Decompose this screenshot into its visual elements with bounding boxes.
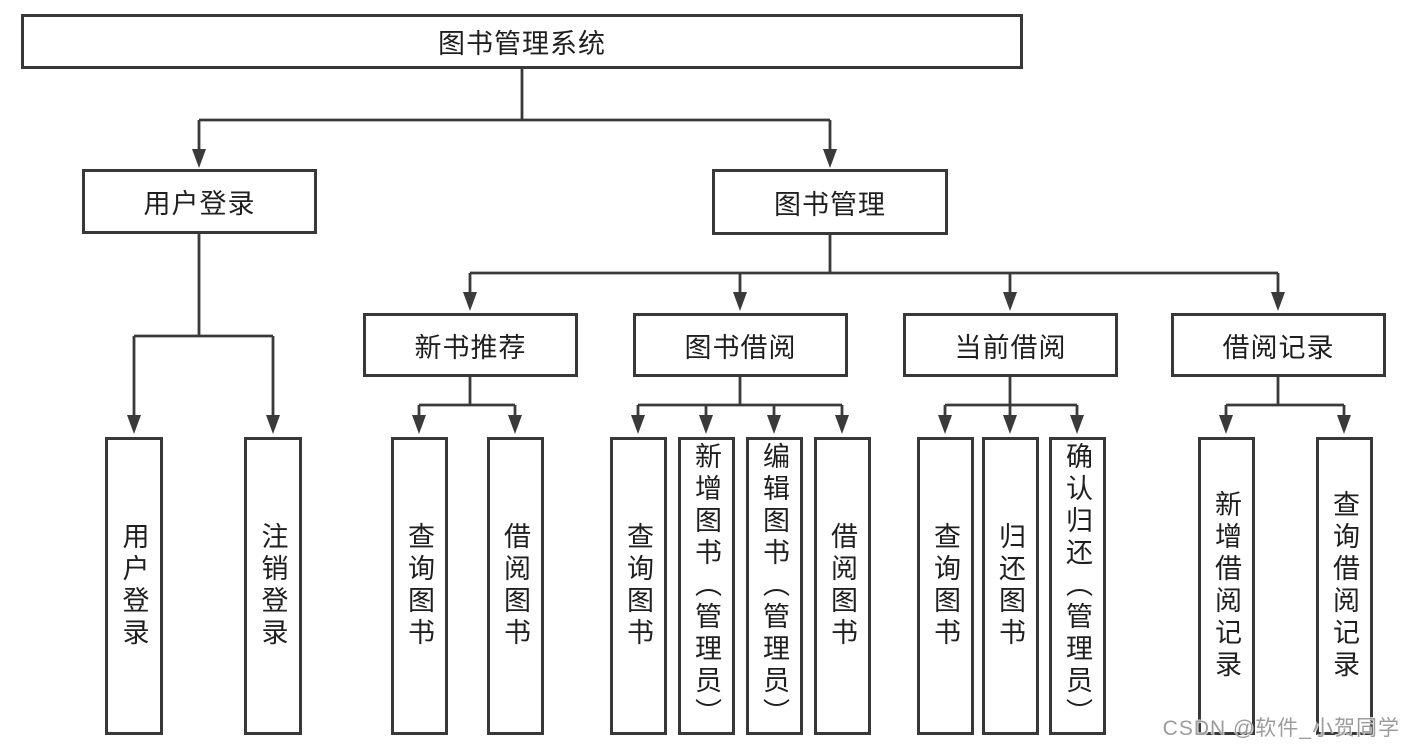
leaf-borrow-books: 借阅图书 [814, 437, 871, 735]
leaf-logout: 注销登录 [244, 437, 302, 735]
node-user-login-label: 用户登录 [143, 189, 256, 219]
node-root-label: 图书管理系统 [438, 29, 606, 59]
leaf-query-books-current: 查询图书 [917, 437, 974, 735]
node-book-management: 图书管理 [712, 169, 948, 235]
leaf-add-book-admin-label: 新增图书（管理员） [691, 442, 721, 730]
node-root: 图书管理系统 [21, 14, 1023, 69]
leaf-query-books-current-label: 查询图书 [930, 522, 960, 650]
leaf-user-login: 用户登录 [105, 437, 163, 735]
leaf-query-borrow-record-label: 查询借阅记录 [1329, 490, 1359, 682]
node-new-book-recommend-label: 新书推荐 [414, 332, 527, 363]
csdn-watermark: CSDN @软件_小贺同学 [1162, 717, 1400, 740]
node-current-borrow: 当前借阅 [903, 313, 1118, 377]
node-user-login: 用户登录 [82, 169, 317, 234]
node-borrow-record: 借阅记录 [1171, 313, 1386, 377]
leaf-add-borrow-record-label: 新增借阅记录 [1211, 490, 1241, 682]
node-book-borrow: 图书借阅 [633, 313, 848, 377]
leaf-confirm-return-admin-label: 确认归还（管理员） [1062, 442, 1092, 730]
leaf-borrow-books-recommend-label: 借阅图书 [500, 522, 530, 650]
leaf-query-borrow-record: 查询借阅记录 [1316, 437, 1373, 735]
leaf-return-book: 归还图书 [982, 437, 1039, 735]
leaf-user-login-label: 用户登录 [118, 522, 149, 650]
leaf-query-books-recommend: 查询图书 [391, 437, 448, 735]
leaf-add-book-admin: 新增图书（管理员） [678, 437, 735, 735]
node-book-borrow-label: 图书借阅 [684, 332, 797, 363]
leaf-query-books-recommend-label: 查询图书 [404, 522, 434, 650]
node-borrow-record-label: 借阅记录 [1222, 332, 1335, 363]
leaf-add-borrow-record: 新增借阅记录 [1198, 437, 1255, 735]
leaf-edit-book-admin-label: 编辑图书（管理员） [759, 442, 789, 730]
node-book-management-label: 图书管理 [774, 189, 886, 220]
node-current-borrow-label: 当前借阅 [954, 332, 1067, 363]
leaf-edit-book-admin: 编辑图书（管理员） [746, 437, 803, 735]
leaf-borrow-books-label: 借阅图书 [827, 522, 857, 650]
leaf-return-book-label: 归还图书 [995, 522, 1025, 650]
leaf-confirm-return-admin: 确认归还（管理员） [1049, 437, 1106, 735]
leaf-query-books-borrow: 查询图书 [610, 437, 667, 735]
leaf-logout-label: 注销登录 [257, 522, 288, 650]
leaf-query-books-borrow-label: 查询图书 [623, 522, 653, 650]
leaf-borrow-books-recommend: 借阅图书 [487, 437, 544, 735]
node-new-book-recommend: 新书推荐 [363, 313, 578, 377]
